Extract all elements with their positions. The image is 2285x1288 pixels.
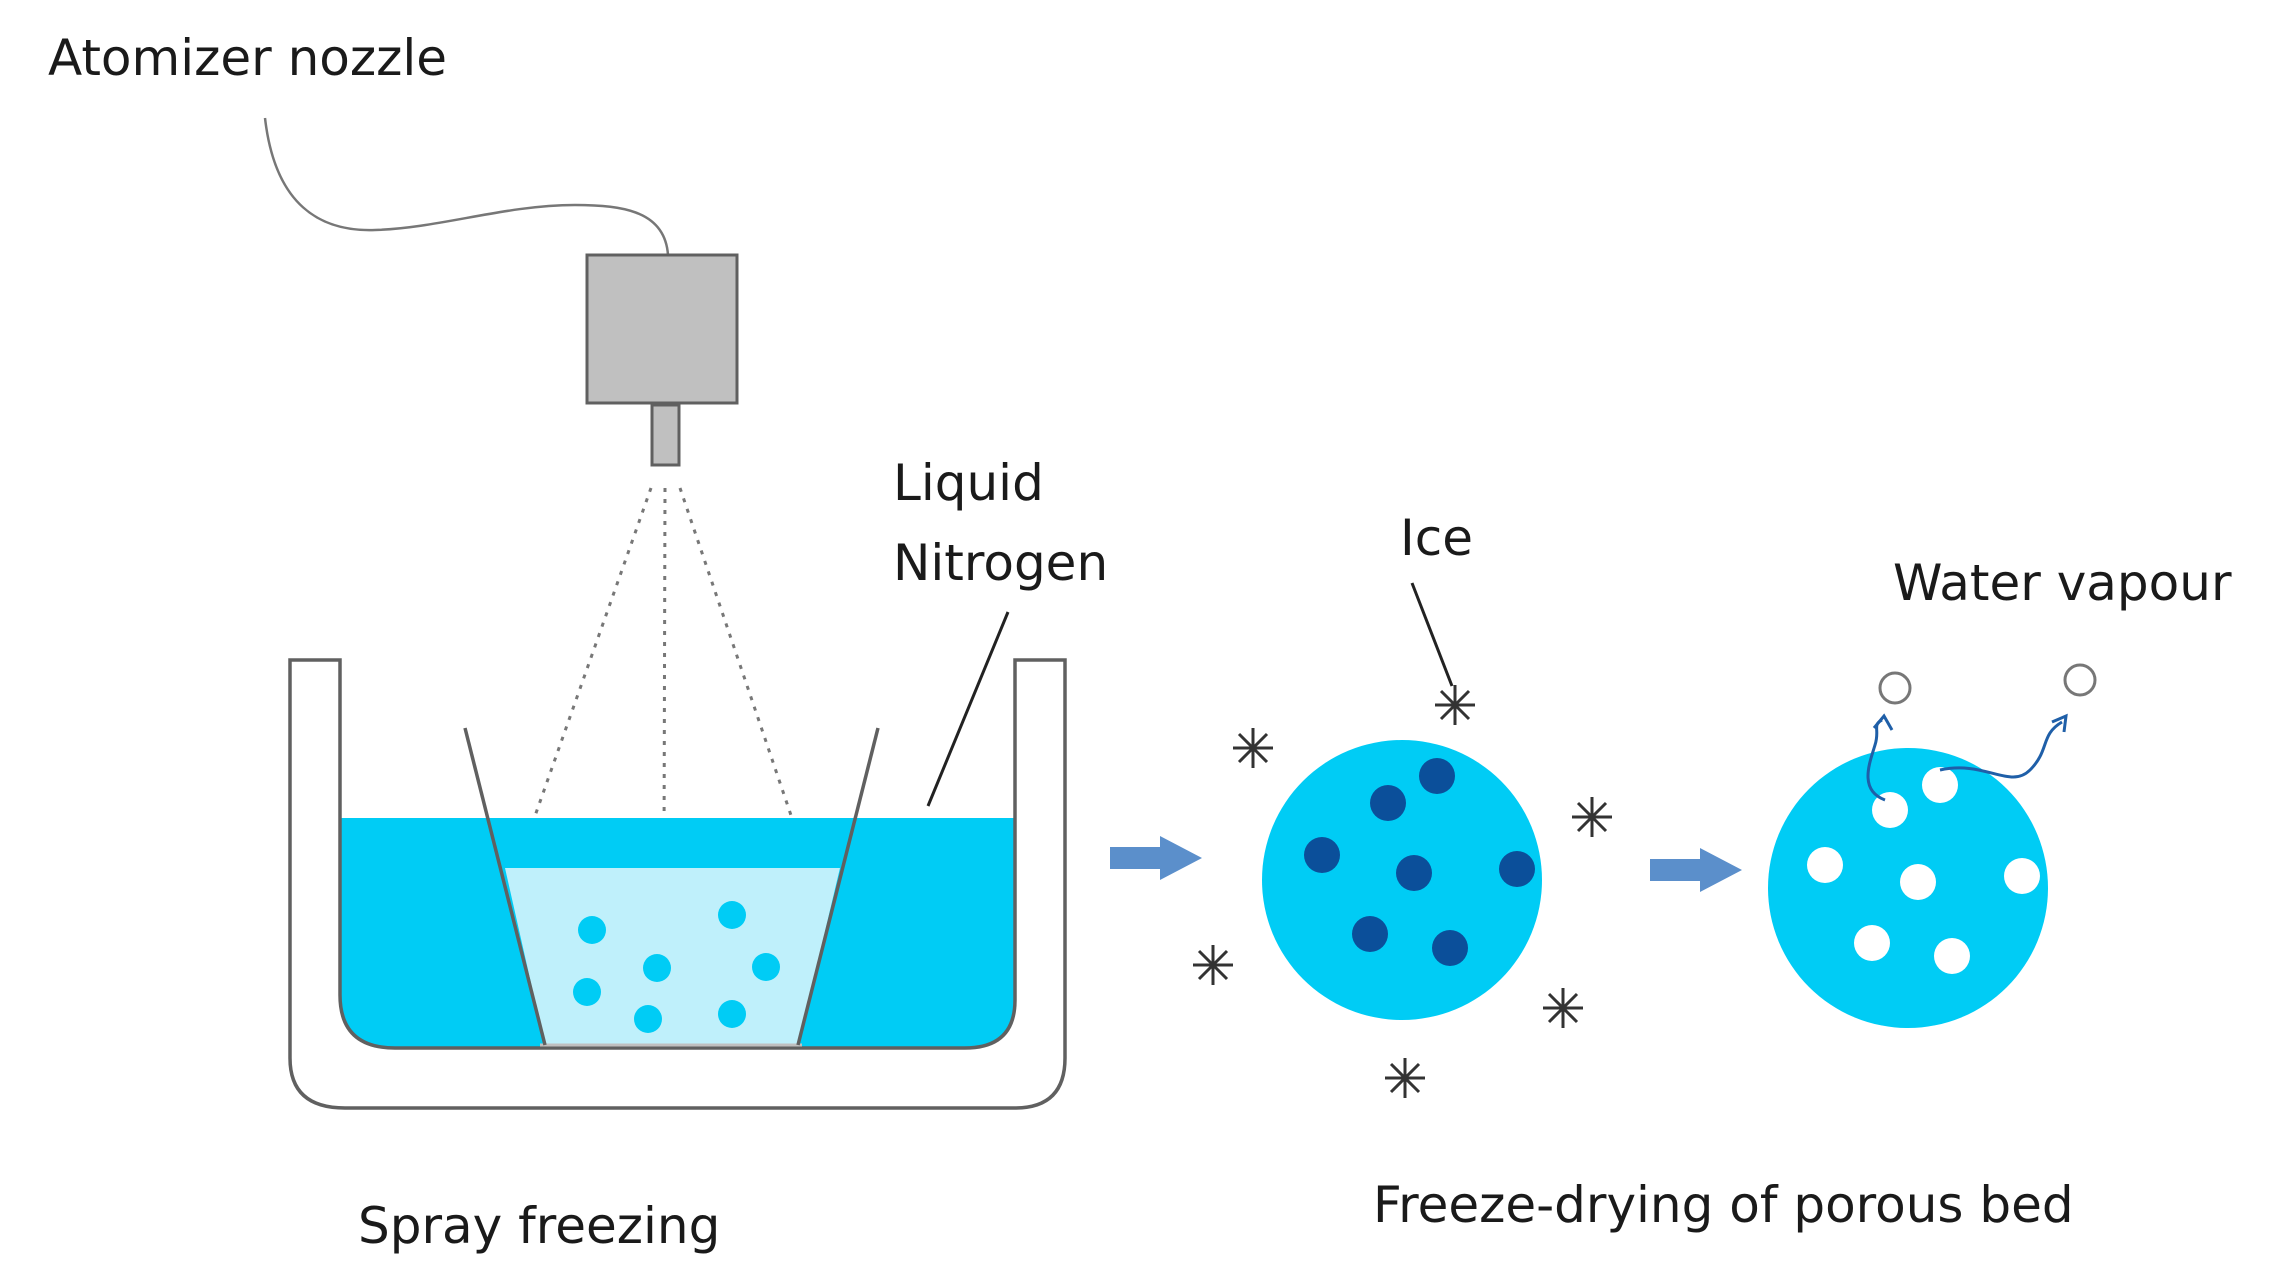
droplet (643, 954, 671, 982)
collection-cup (463, 727, 880, 1046)
liquid-label-line2: Nitrogen (893, 534, 1108, 592)
atomizer-nozzle-tip (650, 403, 681, 467)
snowflakes (1193, 685, 1612, 1098)
ice-crystal (1396, 855, 1432, 891)
asterisk-snowflake-icon (1543, 988, 1583, 1028)
atomizer-nozzle-body (585, 253, 739, 405)
pore (2004, 858, 2040, 894)
water-vapour-molecule (1878, 671, 1912, 705)
freeze-drying-caption: Freeze-drying of porous bed (1373, 1176, 2074, 1234)
frozen-droplets (573, 901, 780, 1033)
droplet (573, 978, 601, 1006)
ice-crystal (1352, 916, 1388, 952)
water-vapour-molecule (2063, 663, 2097, 697)
droplet (634, 1005, 662, 1033)
dewar-vessel (288, 658, 1067, 1110)
liquid-nitrogen-leader (926, 611, 1010, 807)
arrowhead (1872, 713, 1894, 731)
water-vapour-label: Water vapour (1893, 554, 2232, 612)
asterisk-snowflake-icon (1385, 1058, 1425, 1098)
vapour-molecules (1878, 663, 2097, 705)
ice-leader (1410, 582, 1454, 687)
pores (1807, 767, 2040, 974)
atomizer-nozzle-label: Atomizer nozzle (48, 29, 447, 87)
ice-crystal (1304, 837, 1340, 873)
ice-crystal (1370, 785, 1406, 821)
vapour-path (1939, 720, 2063, 779)
asterisk-snowflake-icon (1572, 797, 1612, 837)
asterisk-snowflake-icon (1193, 945, 1233, 985)
ice-label: Ice (1400, 509, 1473, 567)
pore (1854, 925, 1890, 961)
ice-crystals (1304, 758, 1535, 966)
droplet (578, 916, 606, 944)
ice-crystal (1419, 758, 1455, 794)
spray-freezing-caption: Spray freezing (358, 1197, 720, 1255)
vapour-paths (1866, 713, 2068, 802)
spray-cone (528, 487, 798, 851)
droplet (752, 953, 780, 981)
arrowhead (2051, 713, 2068, 733)
droplet (718, 901, 746, 929)
ice-crystal (1499, 851, 1535, 887)
right-arrow-icon (1110, 836, 1202, 880)
pore (1934, 938, 1970, 974)
pore (1872, 792, 1908, 828)
droplet-zone (505, 868, 840, 1045)
pore (1900, 864, 1936, 900)
droplet (718, 1000, 746, 1028)
asterisk-snowflake-icon (1233, 728, 1273, 768)
atomizer-feed-line (263, 117, 670, 256)
ice-crystal (1432, 930, 1468, 966)
liquid-label-line1: Liquid (893, 454, 1044, 512)
pore (1807, 847, 1843, 883)
asterisk-snowflake-icon (1435, 685, 1475, 725)
pore (1922, 767, 1958, 803)
right-arrow-icon (1650, 848, 1742, 892)
